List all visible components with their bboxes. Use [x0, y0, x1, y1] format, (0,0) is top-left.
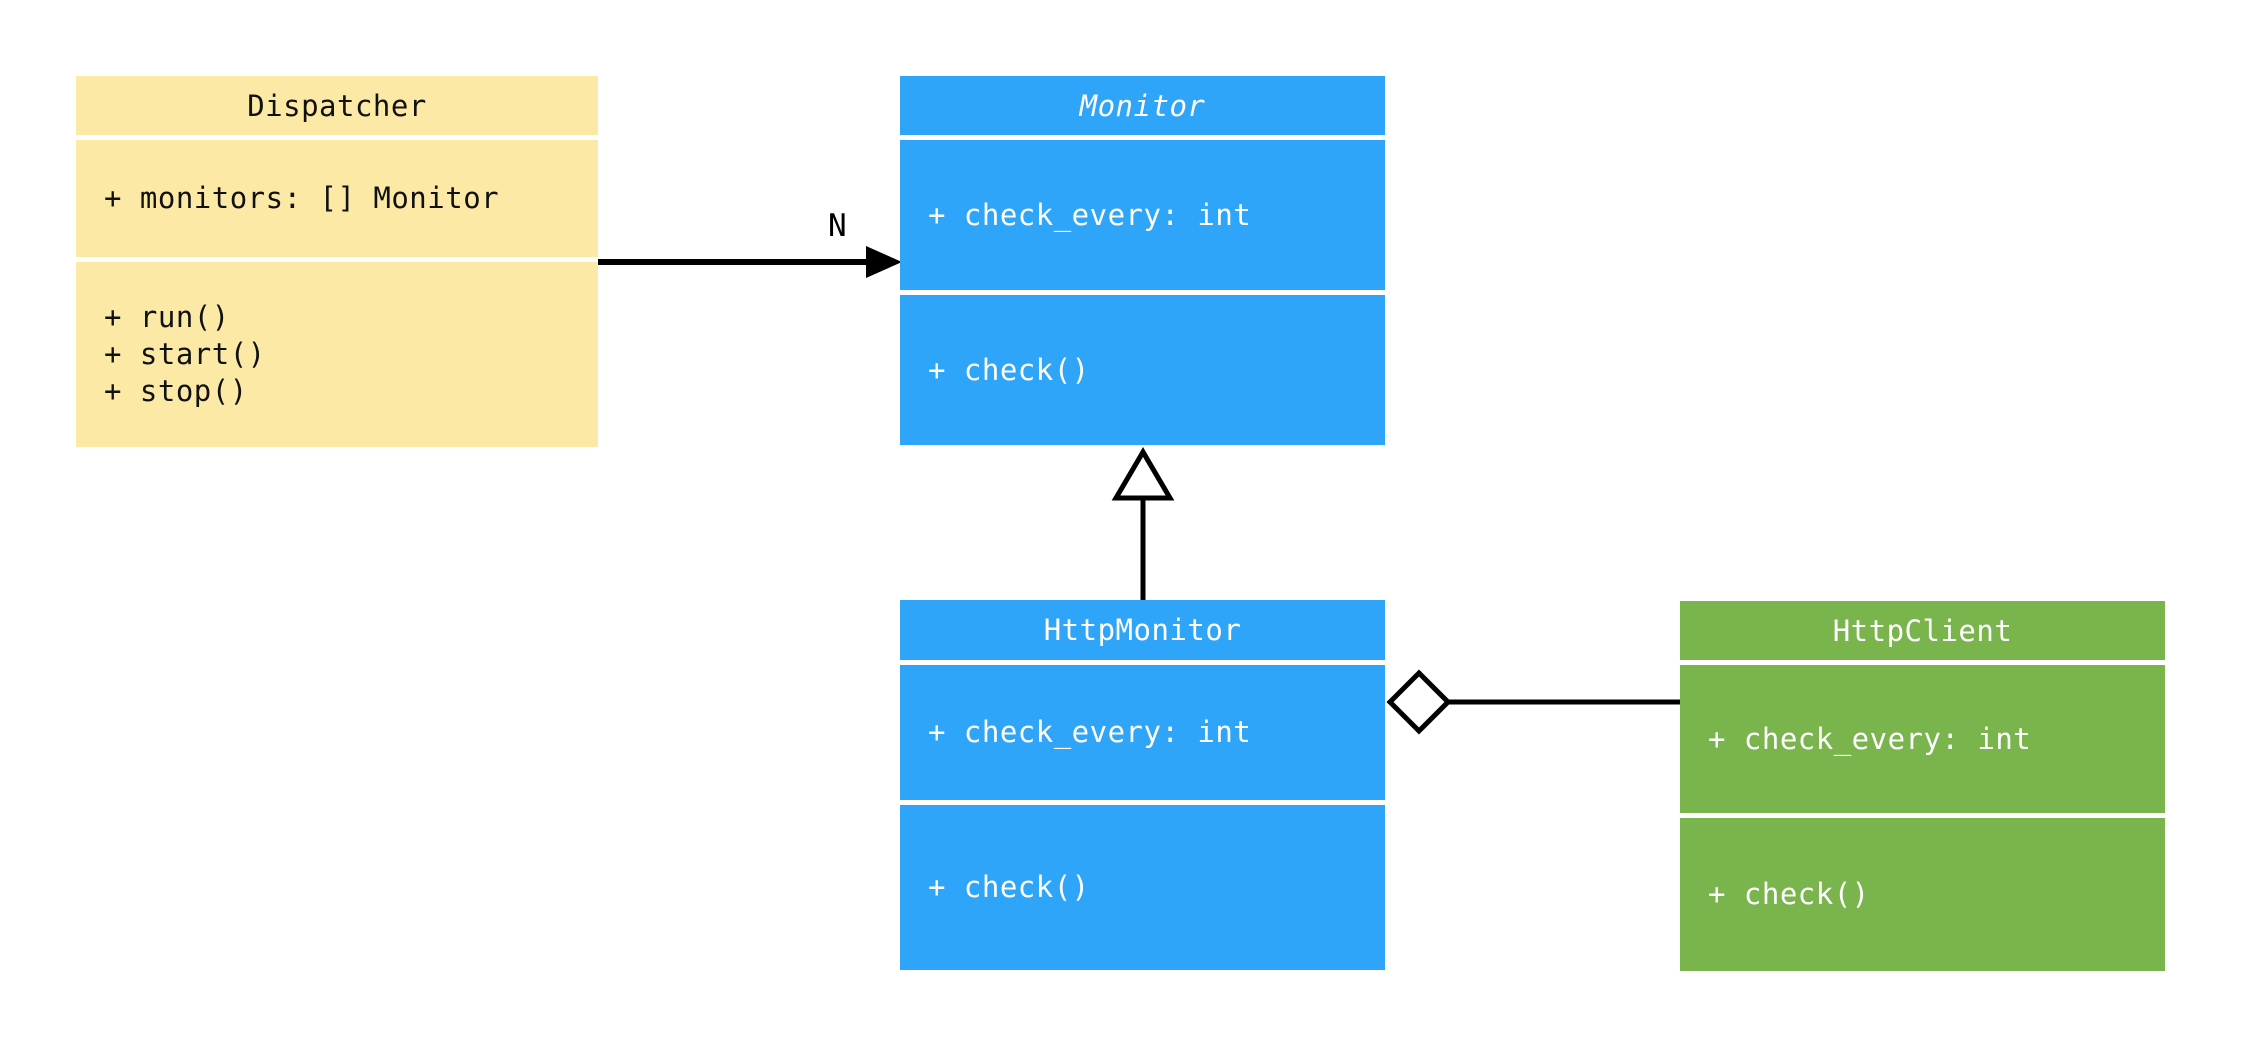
attribute-text: + check_every: int — [1708, 721, 2032, 756]
class-title: HttpMonitor — [900, 600, 1385, 660]
method-text: + check() — [1708, 877, 1870, 911]
attributes-compartment: + check_every: int — [1680, 665, 2165, 813]
class-box-monitor: Monitor + check_every: int + check() — [900, 76, 1385, 445]
attributes-compartment: + check_every: int — [900, 665, 1385, 800]
attributes-compartment: + monitors: [] Monitor — [76, 140, 598, 257]
aggregation-link-httpmonitor-httpclient — [1386, 669, 1680, 735]
multiplicity-label: N — [828, 208, 847, 244]
attributes-compartment: + check_every: int — [900, 140, 1385, 290]
attribute-text: + check_every: int — [928, 715, 1252, 749]
method-text: + stop() — [104, 374, 248, 408]
method-text: + start() — [104, 337, 266, 371]
association-arrow-dispatcher-monitor — [598, 246, 902, 278]
method-text: + check() — [928, 352, 1090, 387]
methods-compartment: + check() — [900, 805, 1385, 970]
methods-compartment: + check() — [1680, 818, 2165, 971]
class-title: HttpClient — [1680, 601, 2165, 660]
class-box-dispatcher: Dispatcher + monitors: [] Monitor + run(… — [76, 76, 598, 447]
class-box-httpmonitor: HttpMonitor + check_every: int + check() — [900, 600, 1385, 970]
hollow-triangle-icon — [1111, 447, 1175, 501]
inheritance-arrow-httpmonitor-monitor — [1111, 447, 1175, 600]
filled-arrowhead-icon — [866, 246, 902, 278]
methods-compartment: + run() + start() + stop() — [76, 262, 598, 447]
attribute-text: + monitors: [] Monitor — [104, 181, 500, 215]
class-title: Dispatcher — [76, 76, 598, 135]
methods-compartment: + check() — [900, 295, 1385, 445]
method-text: + check() — [928, 870, 1090, 904]
class-title: Monitor — [900, 76, 1385, 135]
method-text: + run() — [104, 300, 230, 334]
hollow-diamond-icon — [1386, 669, 1452, 735]
attribute-text: + check_every: int — [928, 197, 1252, 232]
class-box-httpclient: HttpClient + check_every: int + check() — [1680, 601, 2165, 971]
